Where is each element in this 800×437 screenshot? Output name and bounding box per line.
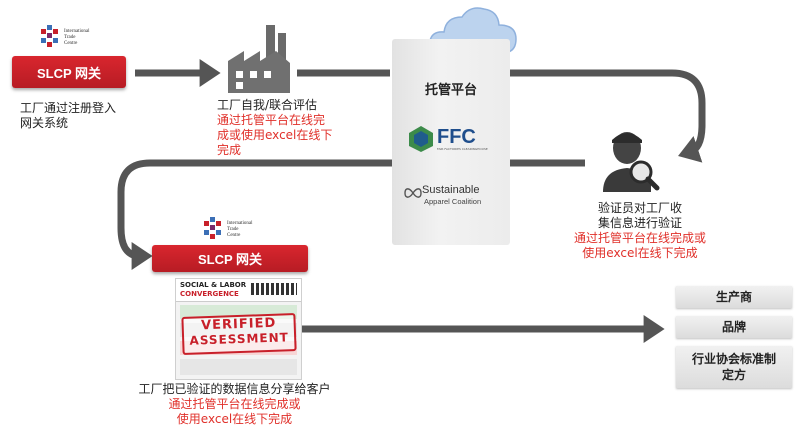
sac-logo: Sustainable Apparel Coalition xyxy=(404,184,508,210)
report-header-line2: CONVERGENCE xyxy=(180,290,239,298)
itc-logo-line1: International xyxy=(227,221,253,226)
step1-text: 工厂通过注册登入 网关系统 xyxy=(20,101,117,130)
itc-logo-line3: Centre xyxy=(227,233,241,238)
factory-icon xyxy=(228,25,290,93)
ffc-sublabel: FAIR FACTORIES CLEARINGHOUSE xyxy=(437,147,488,151)
recipient-industry-standards: 行业协会标准制 定方 xyxy=(676,346,792,388)
ffc-hexagon-icon xyxy=(409,126,433,152)
verifier-icon xyxy=(603,132,660,192)
ffc-logo: FFC FAIR FACTORIES CLEARINGHOUSE xyxy=(407,125,503,155)
stamp-line2: ASSESSMENT xyxy=(189,330,290,348)
slcp-gateway-top: SLCP 网关 xyxy=(12,56,126,88)
itc-logo-line3: Centre xyxy=(64,41,78,46)
arrow-platform-to-verifier xyxy=(510,69,706,163)
itc-logo-line2: Trade xyxy=(64,35,76,40)
sac-loop-icon xyxy=(404,188,422,198)
report-header-line1: SOCIAL & LABOR xyxy=(180,281,247,289)
sac-label2: Apparel Coalition xyxy=(424,197,482,206)
step2-text: 工厂自我/联合评估 通过托管平台在线完 成或使用excel在线下 完成 xyxy=(217,98,333,157)
itc-logo-middle: International Trade Centre xyxy=(202,217,272,243)
ffc-label: FFC xyxy=(437,126,476,148)
itc-star-icon xyxy=(41,25,58,47)
verified-stamp: VERIFIED ASSESSMENT xyxy=(181,313,297,355)
recipient-manufacturer: 生产商 xyxy=(676,286,792,308)
verified-report-image: SOCIAL & LABOR CONVERGENCE VERIFIED ASSE… xyxy=(175,278,302,380)
sac-label1: Sustainable xyxy=(422,184,480,196)
platform-title: 托管平台 xyxy=(424,83,477,98)
step4-text: 工厂把已验证的数据信息分享给客户 通过托管平台在线完成或 使用excel在线下完… xyxy=(138,382,331,426)
itc-star-icon xyxy=(204,217,221,239)
step3-text: 验证员对工厂收 集信息进行验证 通过托管平台在线完成或 使用excel在线下完成 xyxy=(573,201,706,260)
itc-logo-line2: Trade xyxy=(227,227,239,232)
itc-logo-top: International Trade Centre xyxy=(39,25,109,51)
recipient-brand: 品牌 xyxy=(676,316,792,338)
slcp-gateway-middle: SLCP 网关 xyxy=(152,245,308,272)
arrow-verifier-to-gateway xyxy=(117,159,585,270)
hosting-platform-panel: 托管平台 FFC FAIR FACTORIES CLEARINGHOUSE Su… xyxy=(392,39,510,245)
itc-logo-line1: International xyxy=(64,29,90,34)
